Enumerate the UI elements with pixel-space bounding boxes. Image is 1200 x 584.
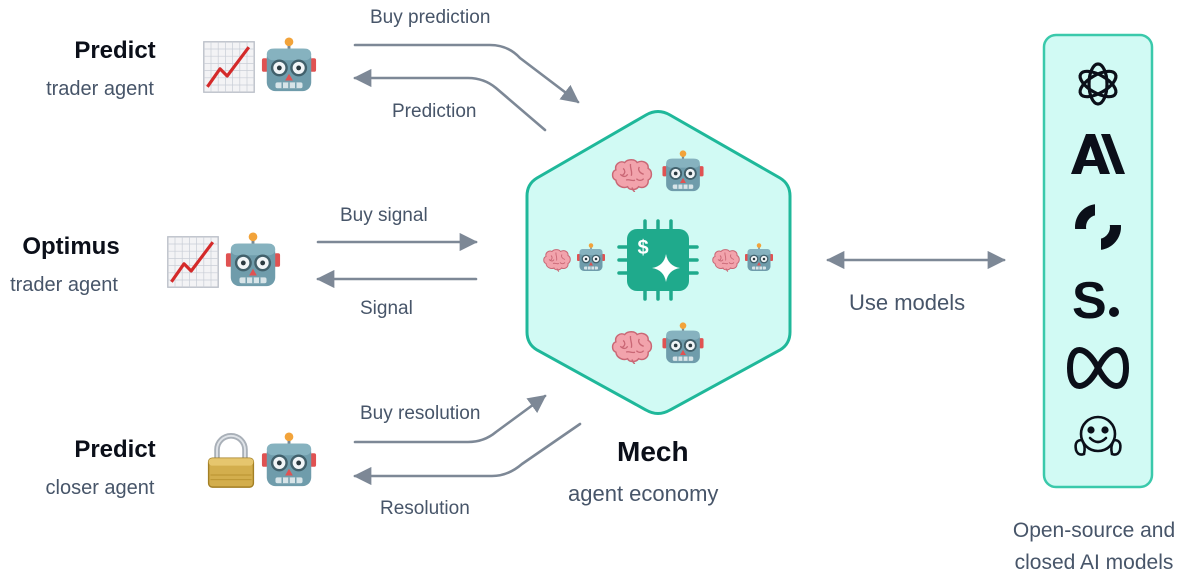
label-resolution: Resolution <box>380 498 470 519</box>
arrow-prediction <box>353 68 547 132</box>
agent-title-optimus-trader: Optimus <box>22 233 120 260</box>
chart-increasing-icon <box>202 40 256 94</box>
ai-chip-icon: $ <box>617 219 699 301</box>
robot-icon <box>260 37 318 93</box>
huggingface-icon <box>1074 415 1122 456</box>
label-signal: Signal <box>360 298 413 319</box>
models-caption-line1: Open-source and <box>1012 519 1176 542</box>
agent-title-predict-closer: Predict <box>74 436 156 463</box>
agent-subtitle-optimus-trader: trader agent <box>10 274 118 296</box>
stability-dot-icon <box>1109 307 1119 317</box>
meta-icon <box>1067 347 1129 389</box>
label-prediction: Prediction <box>392 101 477 122</box>
stability-icon: S <box>1072 272 1107 330</box>
arrow-buy-resolution <box>353 394 547 444</box>
models-caption-line2: closed AI models <box>1014 551 1174 574</box>
openai-icon <box>1078 62 1118 106</box>
svg-text:$: $ <box>637 237 648 259</box>
label-buy-signal: Buy signal <box>340 205 428 226</box>
robot-icon <box>260 432 318 488</box>
robot-icon <box>224 232 282 288</box>
lock-icon <box>209 436 254 487</box>
anthropic-icon <box>1071 134 1125 174</box>
label-buy-resolution: Buy resolution <box>360 403 481 424</box>
agent-subtitle-predict-trader: trader agent <box>46 78 154 100</box>
mech-title: Mech <box>617 436 689 467</box>
mech-subtitle: agent economy <box>568 481 719 506</box>
arrow-buy-prediction <box>353 43 580 104</box>
models-caption: Open-source and closed AI models <box>984 515 1200 579</box>
label-buy-prediction: Buy prediction <box>370 7 491 28</box>
label-use-models: Use models <box>849 290 966 315</box>
agent-subtitle-predict-closer: closer agent <box>45 477 155 499</box>
agent-title-predict-trader: Predict <box>74 37 156 64</box>
copilot-icon <box>1074 203 1122 251</box>
arrow-resolution <box>353 422 582 486</box>
chart-increasing-icon <box>166 235 220 289</box>
